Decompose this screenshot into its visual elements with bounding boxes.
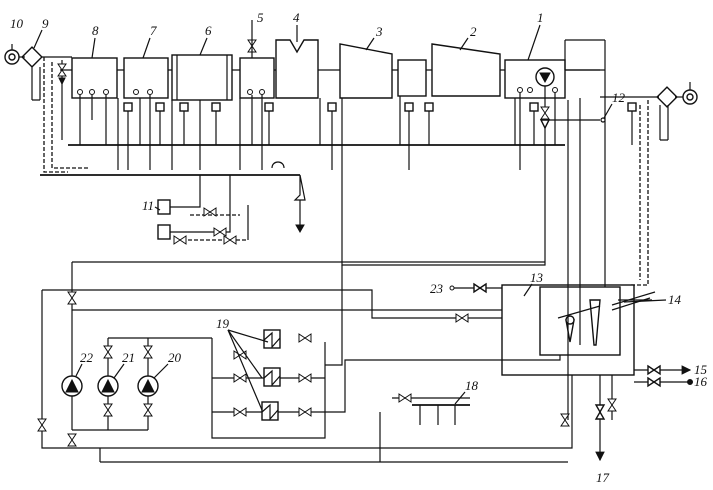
valve-symbol [143, 345, 153, 359]
pump-20 [137, 375, 159, 397]
middle-bearing-block [397, 59, 427, 97]
callout-13: 13 [530, 270, 544, 285]
callout-1: 1 [537, 10, 544, 25]
valve-symbol [203, 207, 217, 217]
callout-12: 12 [612, 90, 626, 105]
bearing-feed-points [77, 87, 558, 95]
valve-symbol [540, 106, 550, 120]
callout-18: 18 [465, 378, 479, 393]
valve-symbol [103, 345, 113, 359]
valve-symbol [103, 403, 113, 417]
jacking-oil-pump-unit [157, 175, 249, 241]
high-pressure-cylinder [431, 43, 501, 97]
valves [37, 39, 617, 447]
distribution-header [412, 404, 470, 425]
pump-22 [61, 375, 83, 397]
valve-symbol [67, 291, 77, 305]
tank-inlet-line [449, 282, 502, 294]
valve-symbol [223, 235, 237, 245]
valve-symbol [607, 398, 617, 412]
valve-symbol [560, 413, 570, 427]
callout-23: 23 [430, 281, 444, 296]
valve-symbol [213, 227, 227, 237]
callout-14: 14 [668, 292, 682, 307]
right-oil-vapor-exhauster [600, 82, 698, 286]
generator [171, 54, 233, 101]
callout-16: 16 [694, 374, 708, 389]
callout-19: 19 [216, 316, 230, 331]
intermediate-pressure-cylinder [339, 43, 393, 99]
callout-22: 22 [80, 350, 94, 365]
main-pump-discharge-lines [341, 39, 606, 420]
valve-symbol [67, 433, 77, 447]
valve-symbol [298, 407, 312, 417]
valve-symbol [57, 63, 67, 77]
valve-symbol [143, 403, 153, 417]
valve-symbol [173, 235, 187, 245]
oil-injector-2 [589, 299, 601, 346]
callout-11: 11 [142, 198, 154, 213]
callout-9: 9 [42, 16, 49, 31]
generator-rotor-section [123, 57, 169, 99]
callout-7: 7 [150, 23, 157, 38]
valve-symbol [455, 313, 469, 323]
callout-4: 4 [293, 10, 300, 25]
callout-15: 15 [694, 362, 708, 377]
oil-coolers [261, 329, 281, 421]
valve-symbol [298, 333, 312, 343]
bearing-block [239, 57, 275, 99]
valve-symbol [298, 373, 312, 383]
valve-symbol [37, 418, 47, 432]
callout-8: 8 [92, 23, 99, 38]
callout-21: 21 [122, 350, 135, 365]
callout-labels: 1 2 3 4 5 6 7 8 9 10 11 12 13 14 15 16 1… [10, 10, 708, 485]
callout-20: 20 [168, 350, 182, 365]
bearing-sight-glasses [123, 102, 637, 112]
valve-symbol [398, 393, 412, 403]
callout-2: 2 [470, 24, 477, 39]
valve-symbol [233, 373, 247, 383]
main-oil-tank [501, 284, 656, 376]
callout-10: 10 [10, 16, 24, 31]
low-pressure-cylinder [275, 39, 319, 99]
callout-3: 3 [375, 24, 383, 39]
callout-17: 17 [596, 470, 610, 485]
callout-6: 6 [205, 23, 212, 38]
bearing-oil-lines [79, 93, 633, 170]
valve-symbol [233, 407, 247, 417]
turbine-train [40, 39, 637, 234]
callout-5: 5 [257, 10, 264, 25]
tank-outlets [594, 364, 693, 462]
pump-21 [97, 375, 119, 397]
